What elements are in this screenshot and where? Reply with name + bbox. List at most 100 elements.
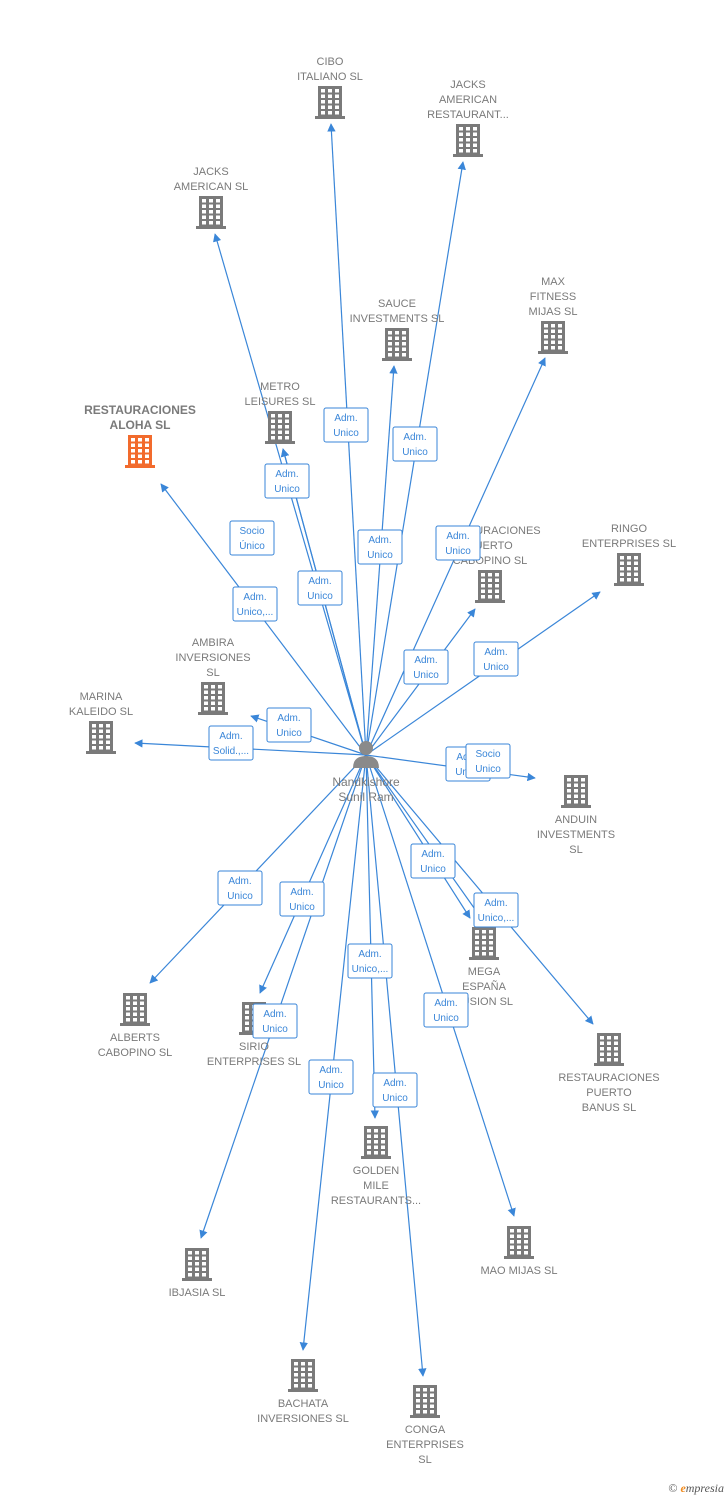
edge-label-banus[interactable]: Adm.Unico,... [473,892,519,928]
building-icon [453,124,483,157]
edge-label-golden[interactable]: Adm.Unico,... [347,943,393,979]
company-name: METRO [260,381,300,393]
edge-label-ringo[interactable]: Adm.Unico [473,641,519,677]
edge-label-metro[interactable]: Adm.Unico [297,570,343,606]
edge-label-text: Adm. [484,898,507,909]
edge-label-ibjasia[interactable]: Adm.Unico [252,1003,298,1039]
edge-label-text: Unico [420,864,446,875]
edge-label-restpuerto[interactable]: Adm.Unico [403,649,449,685]
edge-to-sirio [259,754,367,994]
edge-label-conga[interactable]: Adm.Unico [372,1072,418,1108]
edge-label-text: Adm. [228,876,251,887]
edge-label-box [264,463,310,499]
company-node-maomijas[interactable]: MAO MIJAS SL [480,1226,558,1277]
edge-label-box [279,881,325,917]
company-name: AMBIRA [192,637,235,649]
company-name: MAX [541,276,566,288]
company-name: RESTAURANTS... [331,1195,421,1207]
edge-label-ambira[interactable]: Adm.Unico [266,707,312,743]
edge-label-text: Adm. [358,949,381,960]
edge-label-box [217,870,263,906]
company-name: JACKS [450,79,485,91]
edge-label-text: Unico [475,764,501,775]
edge-label-text: Unico [274,484,300,495]
edge-label-jacks2[interactable]: Adm.Unico [392,426,438,462]
edge-label-text: Adm. [434,998,457,1009]
edge-label-text: Socio [475,749,500,760]
edge-to-alberts [149,754,367,984]
edge-label-maxfit[interactable]: Adm.Unico [435,525,481,561]
company-name: GOLDEN [353,1165,400,1177]
company-name: MAO MIJAS SL [480,1265,557,1277]
edge-label-bachata[interactable]: Adm.Unico [308,1059,354,1095]
building-icon [288,1359,318,1392]
edge-label-cibo[interactable]: Adm.Unico [323,407,369,443]
company-name: RESTAURACIONES [84,403,196,417]
company-name: ALBERTS [110,1032,160,1044]
edge-label-box [347,943,393,979]
company-node-metro[interactable]: METRO LEISURES SL [245,381,316,444]
company-name: ALOHA SL [110,418,171,432]
copyright-symbol: © [668,1481,678,1495]
edge-label-maomijas[interactable]: Adm.Unico [423,992,469,1028]
company-node-golden[interactable]: GOLDENMILERESTAURANTS... [331,1126,421,1207]
company-name: ESPAÑA [462,980,506,993]
edge-label-marina[interactable]: Adm.Solid.,... [208,725,254,761]
building-icon [410,1385,440,1418]
edge-label-jacks1[interactable]: Adm.Unico [264,463,310,499]
company-name: CIBO [317,56,344,68]
edge-label-alberts[interactable]: Adm.Unico [217,870,263,906]
edge-label-box [423,992,469,1028]
edge-label-box [403,649,449,685]
edge-label-aloha[interactable]: Adm.Unico,... [232,586,278,622]
company-node-jacks2[interactable]: JACKSAMERICANRESTAURANT... [427,79,509,157]
edge-label-mega[interactable]: Adm.Unico [410,843,456,879]
edge-label-sauce[interactable]: Adm.Unico [357,529,403,565]
edge-label-text: Unico [333,428,359,439]
building-icon [561,775,591,808]
company-name: RESTAURACIONES [558,1072,659,1084]
edge-label-text: Unico [289,902,315,913]
company-name: LEISURES SL [245,396,316,408]
edge-label-text: Adm. [446,531,469,542]
building-icon [120,993,150,1026]
edge-label-text: Unico [276,728,302,739]
edge-label-box [308,1059,354,1095]
edge-label-text: Unico [413,670,439,681]
company-name: ENTERPRISES SL [582,538,676,550]
edge-to-ibjasia [199,754,367,1239]
edge-label-text: Adm. [263,1009,286,1020]
edge-label-box [465,743,511,779]
company-node-ibjasia[interactable]: IBJASIA SL [169,1248,226,1299]
empresia-watermark[interactable]: ©empresia [668,1481,724,1496]
company-name: PUERTO [586,1087,632,1099]
edge-label-text: Unico [382,1093,408,1104]
company-name: AMERICAN [439,94,497,106]
edge-label-box [266,707,312,743]
edge-label-text: Unico [307,591,333,602]
building-icon [265,411,295,444]
building-icon [538,321,568,354]
edge-label-sirio[interactable]: Adm.Unico [279,881,325,917]
company-name: SL [418,1454,431,1466]
company-name: MEGA [468,966,501,978]
edge-label-text: Adm. [319,1065,342,1076]
company-name: CONGA [405,1424,446,1436]
